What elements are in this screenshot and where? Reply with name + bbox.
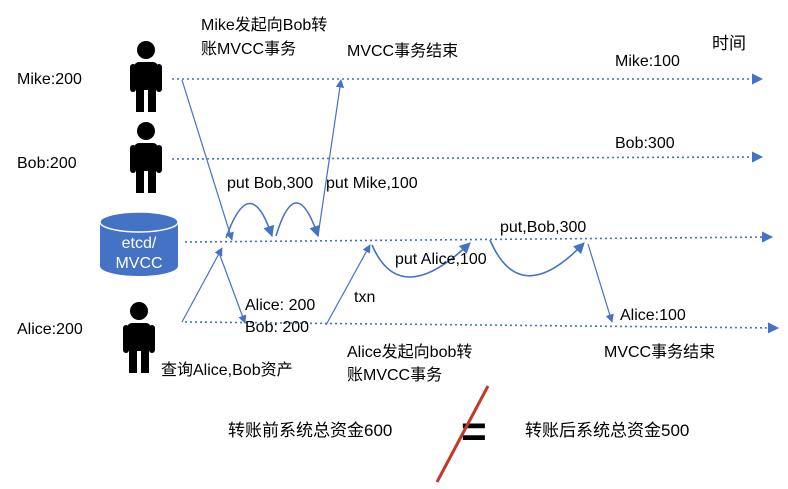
strike-line [435, 385, 490, 483]
person-icon [123, 302, 155, 373]
time-label: 时间 [712, 34, 746, 53]
alice-txn-end: MVCC事务结束 [604, 343, 715, 361]
mike-request-arrow [181, 79, 234, 241]
put-alice-arc [371, 242, 471, 278]
mike-end-arrow [317, 79, 345, 237]
put-bob-label-2: put,Bob,300 [500, 219, 586, 236]
alice-timeline [184, 321, 780, 334]
mike-after-balance: Mike:100 [615, 53, 680, 70]
alice-label: Alice:200 [17, 321, 83, 338]
database-icon: etcd/ MVCC [99, 211, 179, 276]
etcd-timeline [184, 231, 774, 243]
read-alice-value: Alice: 200 [245, 297, 315, 314]
person-icon [130, 41, 162, 112]
alice-start-line1: Alice发起向bob转 [347, 343, 472, 361]
put-bob-arc [225, 202, 275, 239]
put-alice-label: put Alice,100 [395, 251, 487, 268]
put-bob-arc-2 [489, 239, 585, 277]
alice-end-arrow [587, 243, 614, 323]
alice-after-balance: Alice:100 [620, 307, 686, 324]
bob-after-balance: Bob:300 [615, 135, 675, 152]
bob-label: Bob:200 [17, 155, 77, 172]
alice-start-line2: 账MVCC事务 [347, 366, 442, 384]
bob-timeline [171, 151, 764, 163]
total-before: 转账前系统总资金600 [228, 421, 392, 440]
total-after: 转账后系统总资金500 [525, 421, 689, 440]
txn-label: txn [354, 289, 375, 306]
etcd-label-line2: MVCC [115, 255, 162, 272]
alice-txn-arrow [325, 244, 371, 326]
person-icon [130, 122, 162, 193]
put-mike-arc [275, 202, 321, 238]
etcd-label-line1: etcd/ [122, 235, 157, 252]
mike-start-line2: 账MVCC事务 [201, 40, 296, 58]
mike-txn-end: MVCC事务结束 [347, 42, 458, 60]
put-mike-label: put Mike,100 [326, 175, 418, 192]
read-bob-value: Bob: 200 [245, 319, 309, 336]
alice-query-arrow [181, 247, 223, 323]
mike-start-line1: Mike发起向Bob转 [201, 16, 327, 34]
query-label: 查询Alice,Bob资产 [161, 361, 293, 379]
put-bob-label: put Bob,300 [227, 175, 313, 192]
query-response-arrow [217, 249, 247, 324]
mike-label: Mike:200 [17, 71, 82, 88]
